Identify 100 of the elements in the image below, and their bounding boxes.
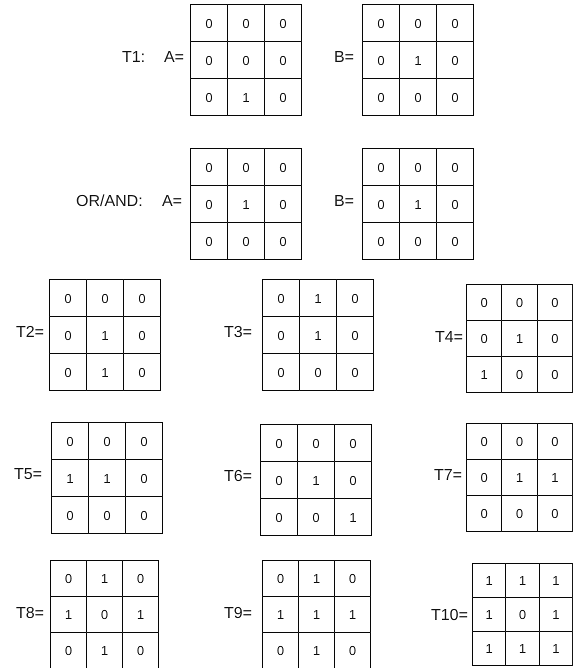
matrix-cell: 1 xyxy=(506,564,540,598)
matrix-cell: 0 xyxy=(190,4,228,42)
matrix-cell: 0 xyxy=(400,148,436,186)
matrix-cell: 0 xyxy=(466,460,502,496)
matrix-cell: 0 xyxy=(466,424,502,460)
matrix-label: A= xyxy=(164,49,184,67)
matrix-cell: 1 xyxy=(228,186,264,222)
matrix-cell: 1 xyxy=(539,632,572,666)
matrix-cell: 1 xyxy=(400,42,436,78)
matrix-cell: 0 xyxy=(466,320,502,356)
matrix-cell: 0 xyxy=(334,424,372,462)
matrix-cell: 0 xyxy=(122,560,158,596)
matrix-cell: 0 xyxy=(537,424,572,460)
matrix-cell: 1 xyxy=(50,596,86,632)
matrix-cell: 1 xyxy=(472,598,506,632)
matrix-cell: 0 xyxy=(190,222,228,260)
matrix-cell: 1 xyxy=(400,186,436,222)
matrix-cell: 0 xyxy=(190,186,228,222)
matrix-cell: 0 xyxy=(537,320,572,356)
matrix-cell: 0 xyxy=(228,4,264,42)
matrix-cell: 1 xyxy=(228,78,264,116)
matrix-cell: 0 xyxy=(52,496,88,534)
matrix-cell: 1 xyxy=(52,460,88,496)
matrix-label: T4= xyxy=(435,329,464,347)
matrix-cell: 1 xyxy=(539,598,572,632)
matrix-cell: 0 xyxy=(334,462,372,498)
matrix-cell: 0 xyxy=(537,496,572,532)
matrix-cell: 0 xyxy=(537,356,572,392)
matrix-cell: 0 xyxy=(264,78,302,116)
matrix-cell: 0 xyxy=(262,280,300,316)
matrix-cell: 0 xyxy=(502,356,538,392)
matrix-cell: 0 xyxy=(50,560,86,596)
matrix-cell: 0 xyxy=(334,560,370,596)
matrix-cell: 0 xyxy=(336,316,374,354)
matrix-cell: 0 xyxy=(436,78,474,116)
matrix-cell: 1 xyxy=(506,632,540,666)
matrix-cell: 0 xyxy=(124,316,160,354)
matrix-label: A= xyxy=(162,193,182,211)
matrix-cell: 0 xyxy=(190,148,228,186)
matrix-cell: 0 xyxy=(262,354,300,390)
matrix-cell: 1 xyxy=(300,316,336,354)
matrix-label: T1: xyxy=(122,49,146,67)
matrix-label: T6= xyxy=(224,468,252,486)
matrix-cell: 0 xyxy=(466,496,502,532)
matrix-cell: 0 xyxy=(537,284,572,320)
matrix-cell: 0 xyxy=(190,42,228,78)
matrix-cell: 1 xyxy=(537,460,572,496)
matrix-cell: 0 xyxy=(400,4,436,42)
matrix-cell: 1 xyxy=(298,596,334,632)
matrix-cell: 0 xyxy=(298,498,334,536)
matrix-cell: 0 xyxy=(126,460,162,496)
matrix-cell: 0 xyxy=(52,422,88,460)
matrix-label: T9= xyxy=(224,605,252,623)
matrix-cell: 1 xyxy=(502,320,538,356)
matrix-cell: 1 xyxy=(298,462,334,498)
matrix-cell: 0 xyxy=(502,424,538,460)
matrix-cell: 0 xyxy=(124,280,160,316)
matrix-cell: 0 xyxy=(260,424,298,462)
matrix-cell: 0 xyxy=(262,632,298,668)
matrix-cell: 0 xyxy=(336,354,374,390)
matrix-cell: 0 xyxy=(436,148,474,186)
matrix-cell: 0 xyxy=(228,42,264,78)
matrix-cell: 0 xyxy=(362,222,400,260)
matrix-cell: 0 xyxy=(264,42,302,78)
matrix-cell: 0 xyxy=(264,148,302,186)
matrix-label: OR/AND: xyxy=(76,193,143,211)
matrix-cell: 0 xyxy=(436,4,474,42)
matrix-cell: 0 xyxy=(362,78,400,116)
matrix-cell: 0 xyxy=(436,186,474,222)
matrix-cell: 0 xyxy=(300,354,336,390)
matrix-cell: 1 xyxy=(466,356,502,392)
matrix-cell: 0 xyxy=(228,222,264,260)
matrix-cell: 1 xyxy=(298,560,334,596)
matrix-cell: 0 xyxy=(400,222,436,260)
matrix-cell: 0 xyxy=(502,496,538,532)
matrix-cell: 0 xyxy=(86,280,124,316)
matrix-cell: 1 xyxy=(502,460,538,496)
matrix-cell: 0 xyxy=(362,186,400,222)
matrix-cell: 0 xyxy=(88,496,126,534)
matrix-label: T2= xyxy=(16,324,44,342)
matrix-cell: 1 xyxy=(86,354,124,390)
matrix-cell: 0 xyxy=(260,498,298,536)
matrix-cell: 0 xyxy=(362,42,400,78)
matrix-label: T5= xyxy=(14,466,42,484)
matrix-cell: 0 xyxy=(86,596,122,632)
matrix-cell: 0 xyxy=(264,222,302,260)
matrix-cell: 1 xyxy=(334,596,370,632)
matrix-cell: 0 xyxy=(50,316,86,354)
matrix-cell: 0 xyxy=(298,424,334,462)
matrix-cell: 0 xyxy=(126,422,162,460)
matrix-cell: 0 xyxy=(466,284,502,320)
matrix-cell: 0 xyxy=(50,632,86,668)
matrix-cell: 1 xyxy=(88,460,126,496)
matrix-cell: 0 xyxy=(436,42,474,78)
matrix-label: B= xyxy=(334,193,354,211)
matrix-cell: 0 xyxy=(362,148,400,186)
matrix-cell: 0 xyxy=(190,78,228,116)
matrix-cell: 0 xyxy=(124,354,160,390)
matrix-cell: 0 xyxy=(506,598,540,632)
matrix-cell: 0 xyxy=(88,422,126,460)
